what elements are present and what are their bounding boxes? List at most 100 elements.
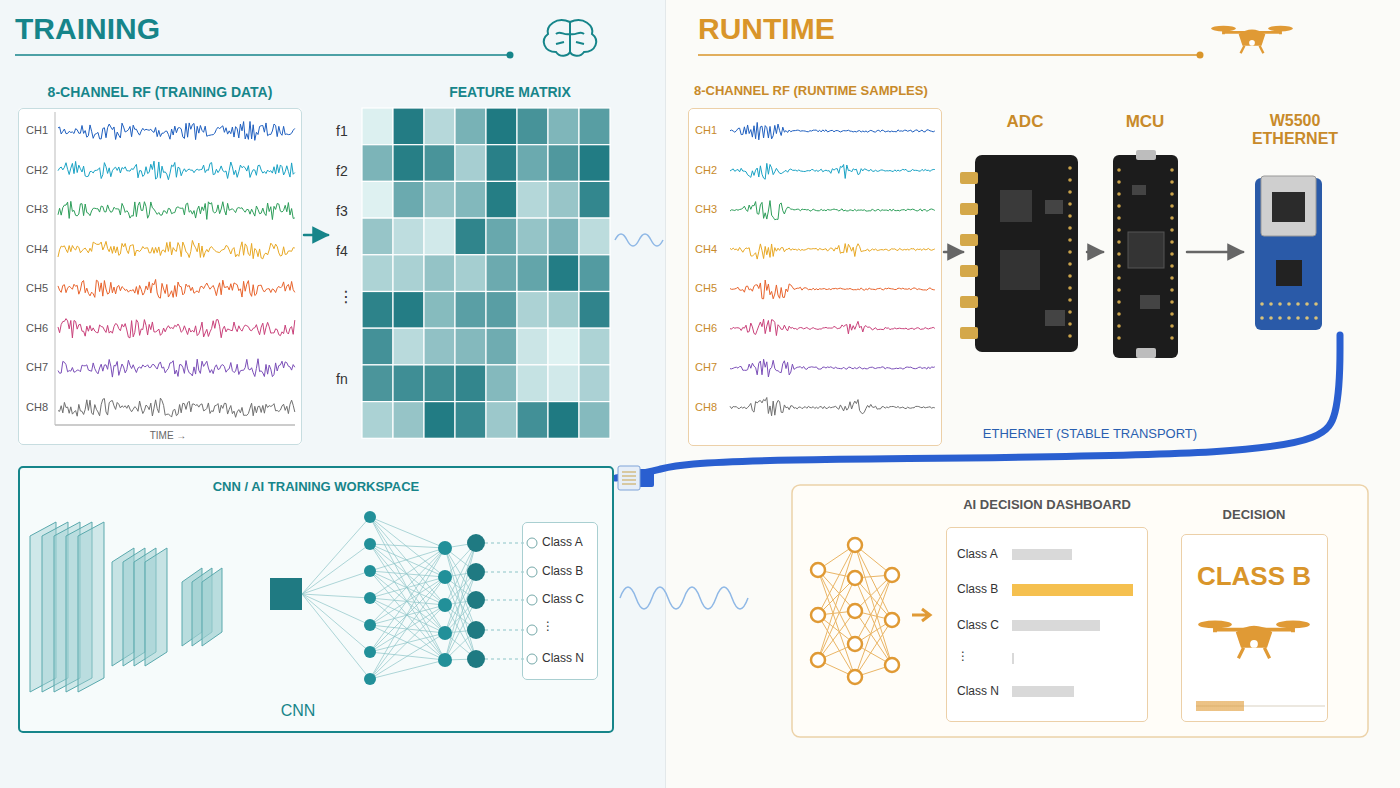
dashboard-panel: AI DECISION DASHBOARDClass AClass BClass… (946, 495, 1148, 722)
score-bars (1012, 549, 1133, 697)
net-link (370, 517, 445, 548)
progress-tick (1204, 701, 1205, 711)
pin-hole (1117, 312, 1121, 316)
pin-hole (1117, 264, 1121, 268)
pin-hole (1068, 238, 1072, 242)
pin-hole (1170, 312, 1174, 316)
net-node (811, 653, 825, 667)
pin-hole (1170, 240, 1174, 244)
net-node (438, 626, 452, 640)
node-text: Class C (542, 593, 584, 607)
pin-hole (1117, 336, 1121, 340)
rf-waveform (730, 201, 935, 220)
node-text: CH7 (26, 361, 48, 374)
matrix-cell (548, 145, 579, 182)
node-text: ⋮ (957, 650, 969, 664)
flow-arrow (912, 609, 930, 621)
matrix-cell (393, 402, 424, 439)
matrix-cell (548, 402, 579, 439)
net-link (370, 544, 445, 548)
net-node (467, 591, 485, 609)
class-marker (527, 595, 537, 605)
pin-hole (1296, 316, 1300, 320)
matrix-cell (517, 328, 548, 365)
pin-hole (1170, 276, 1174, 280)
matrix-cell (579, 255, 610, 292)
matrix-cell (424, 365, 455, 402)
output-panel (792, 485, 1368, 737)
matrix-cell (517, 365, 548, 402)
node-text: f3 (336, 203, 348, 219)
node-heading: TRAINING (15, 12, 160, 47)
progress-tick (1220, 701, 1221, 711)
pin-hole (1068, 166, 1072, 170)
panel-ground (18, 466, 614, 733)
pin-hole (1269, 302, 1273, 306)
matrix-cell (486, 255, 517, 292)
matrix-cell (486, 218, 517, 255)
matrix-cell (548, 218, 579, 255)
matrix-cell (393, 365, 424, 402)
node-heading: 8-CHANNEL RF (RUNTIME SAMPLES) (694, 84, 928, 99)
matrix-cell (455, 292, 486, 329)
matrix-cell (579, 218, 610, 255)
class-marker (527, 625, 537, 635)
cnn-layer (145, 548, 167, 666)
matrix-cell (579, 108, 610, 145)
net-node (811, 563, 825, 577)
pin-hole (1117, 252, 1121, 256)
pin-hole (1068, 250, 1072, 254)
pin-hole (1117, 300, 1121, 304)
net-link (485, 600, 526, 601)
node-heading: ADC (1007, 112, 1044, 132)
progress-tick (1210, 701, 1211, 711)
signal-panel: 8-CHANNEL RF (TRAINING DATA)CH1CH2CH3CH4… (18, 80, 302, 445)
matrix-cell (455, 181, 486, 218)
progress-tick (1214, 701, 1215, 711)
matrix-cell (579, 181, 610, 218)
matrix-cell (393, 181, 424, 218)
net-link (445, 543, 476, 633)
net-link (370, 577, 445, 679)
flow-arrow (1187, 251, 1243, 254)
matrix-cell (548, 108, 579, 145)
pin-hole (1170, 192, 1174, 196)
matrix-cell (393, 255, 424, 292)
node-text: CH6 (26, 322, 48, 335)
pin-hole (1170, 216, 1174, 220)
flow-arrow (304, 234, 328, 237)
node-text: CLASS B (1197, 562, 1311, 592)
time-axis (55, 425, 295, 426)
pin-hole (1170, 228, 1174, 232)
net-link (370, 517, 445, 633)
progress-tick (1196, 701, 1197, 711)
node-heading: Class A (542, 536, 583, 550)
node-text: CH8 (695, 401, 717, 414)
progress-tick (1242, 701, 1243, 711)
class-marker (527, 538, 537, 548)
node-heading: RUNTIME (698, 12, 835, 47)
pin-hole (1170, 264, 1174, 268)
progress-tick (1208, 701, 1209, 711)
node-text: f2 (336, 163, 348, 179)
matrix-cell (455, 218, 486, 255)
pin-hole (1314, 302, 1318, 306)
net-link (370, 544, 445, 605)
matrix-cell (362, 365, 393, 402)
pin-hole (1305, 302, 1309, 306)
matrix-cell (424, 328, 455, 365)
header-rule (15, 54, 510, 56)
panel-ground (946, 527, 1148, 722)
node-text: CH3 (695, 203, 717, 216)
matrix-cell (362, 145, 393, 182)
net-node (467, 534, 485, 552)
net-link (485, 659, 526, 660)
net-link (302, 571, 370, 594)
net-node (364, 673, 376, 685)
matrix-cell (362, 181, 393, 218)
adc-board (960, 155, 1078, 352)
matrix-cell (548, 365, 579, 402)
matrix-cell (455, 328, 486, 365)
pin-hole (1287, 302, 1291, 306)
node-text: CH2 (26, 164, 48, 177)
